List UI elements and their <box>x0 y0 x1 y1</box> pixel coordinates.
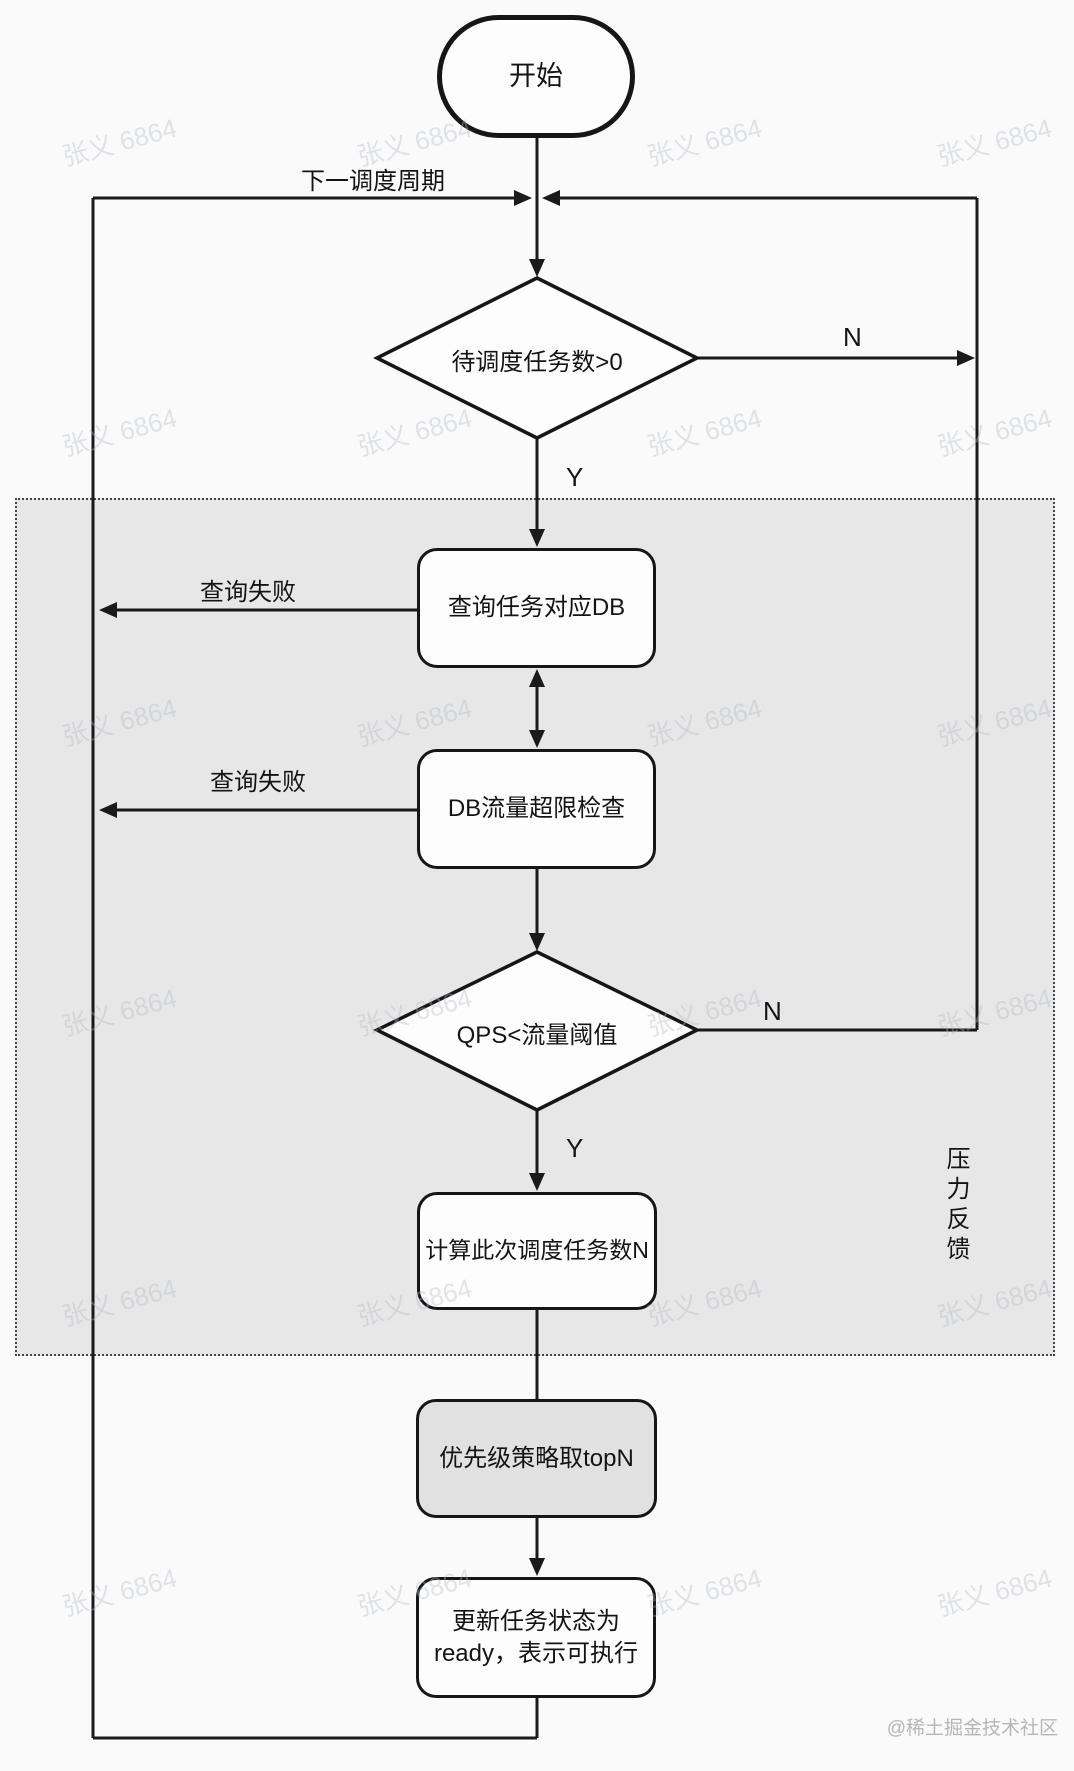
process-traffic-check-label: DB流量超限检查 <box>447 795 626 823</box>
query-fail-1-label: 查询失败 <box>200 579 296 606</box>
query-fail-2-label: 查询失败 <box>210 769 306 796</box>
pending-yes-label: Y <box>566 462 584 492</box>
process-ready: 更新任务状态为 ready，表示可执行 <box>416 1577 656 1698</box>
process-topn-label: 优先级策略取topN <box>439 1444 634 1472</box>
process-calc-n: 计算此次调度任务数N <box>417 1192 657 1310</box>
pressure-feedback-label: 压力反馈 <box>942 1146 969 1266</box>
decision-qps-label: QPS<流量阈值 <box>456 1022 618 1049</box>
process-ready-label: 更新任务状态为 ready，表示可执行 <box>434 1606 638 1668</box>
start-node: 开始 <box>437 15 635 138</box>
decision-qps-shape <box>373 950 701 1112</box>
arrowheads <box>99 190 975 1576</box>
qps-no-label: N <box>763 996 782 1026</box>
process-query-db-label: 查询任务对应DB <box>447 594 626 622</box>
pending-no-label: N <box>843 322 862 352</box>
process-topn: 优先级策略取topN <box>416 1399 657 1518</box>
decision-pending-label: 待调度任务数>0 <box>451 349 623 376</box>
qps-yes-label: Y <box>566 1133 584 1163</box>
community-watermark: @稀土掘金技术社区 <box>886 1718 1058 1739</box>
process-query-db: 查询任务对应DB <box>417 548 656 668</box>
loop-cycle-label: 下一调度周期 <box>301 168 445 195</box>
decision-pending-shape <box>373 276 701 440</box>
process-calc-n-label: 计算此次调度任务数N <box>425 1237 649 1264</box>
process-ready-line1: 更新任务状态为 <box>451 1608 620 1636</box>
process-traffic-check: DB流量超限检查 <box>417 749 656 869</box>
start-label: 开始 <box>509 60 563 91</box>
process-ready-line2: ready，表示可执行 <box>433 1639 639 1667</box>
